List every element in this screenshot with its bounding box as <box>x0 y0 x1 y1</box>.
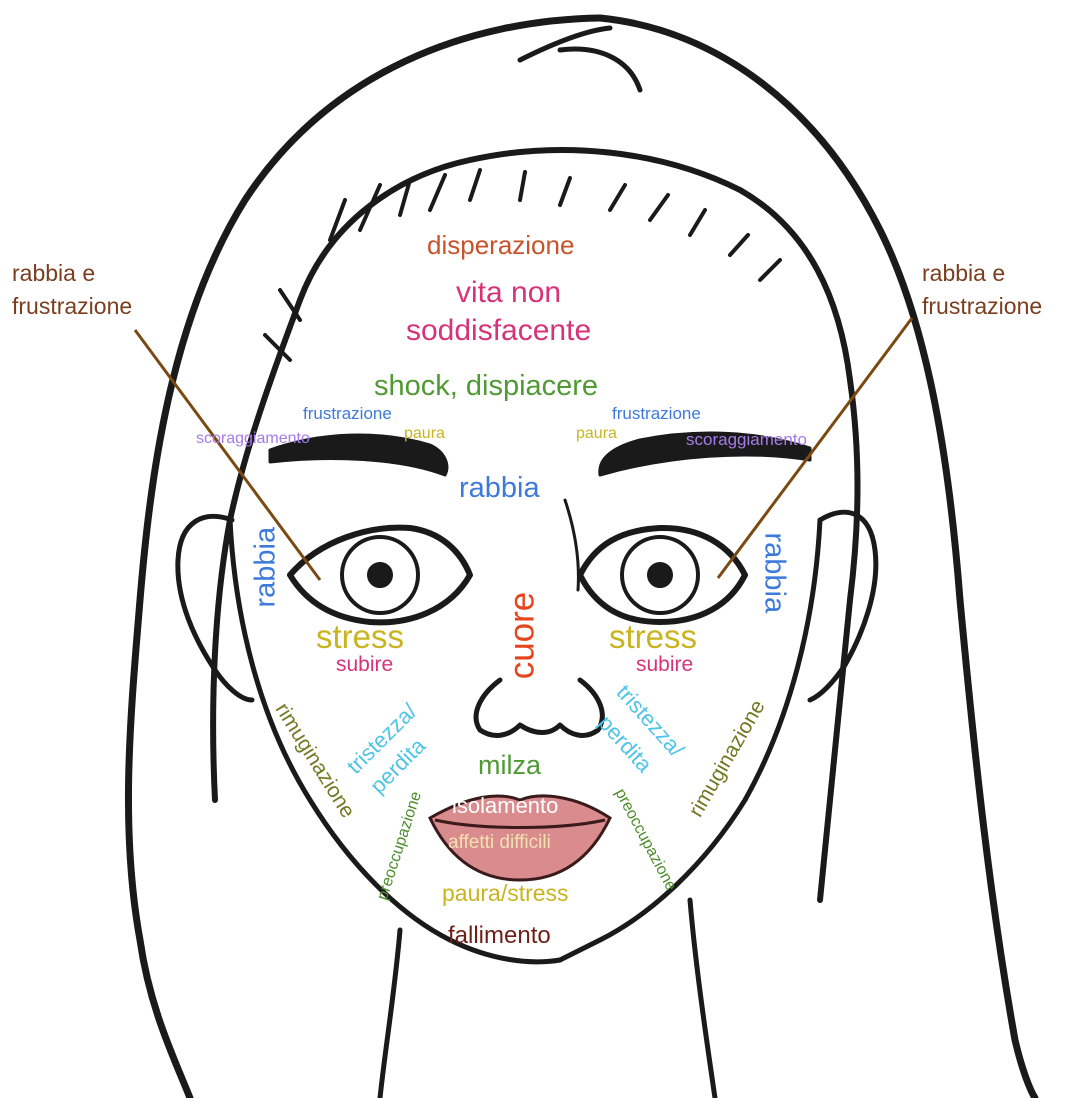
left-pupil <box>368 563 392 587</box>
mouth-above-milza: milza <box>478 752 541 779</box>
neck-right <box>690 900 715 1098</box>
left-brow-paura: paura <box>404 426 445 442</box>
right-cheek-subire: subire <box>636 654 693 675</box>
left-cheek-stress: stress <box>316 620 404 653</box>
right-side-label-line1: rabbia e <box>922 262 1005 285</box>
left-temple-rabbia: rabbia <box>252 528 281 608</box>
left-side-label-line1: rabbia e <box>12 262 95 285</box>
upper-lip-isolamento: isolamento <box>452 795 558 817</box>
inner-hair-right <box>820 380 858 900</box>
chin-fallimento: fallimento <box>448 924 551 948</box>
nose-bridge <box>565 500 578 590</box>
right-pupil <box>648 563 672 587</box>
left-cheek-subire: subire <box>336 654 393 675</box>
hair-part <box>520 28 640 90</box>
right-brow-frustrazione: frustrazione <box>612 405 701 422</box>
left-side-label-line2: frustrazione <box>12 295 132 318</box>
forehead-middle-line2: soddisfacente <box>406 316 591 346</box>
chin-paura-stress: paura/stress <box>442 882 569 905</box>
left-brow-frustrazione: frustrazione <box>303 405 392 422</box>
forehead-middle-line1: vita non <box>456 278 561 308</box>
forehead-top-label: disperazione <box>427 232 574 258</box>
right-cheek-stress: stress <box>609 620 697 653</box>
nose <box>476 680 602 735</box>
right-brow-paura: paura <box>576 426 617 442</box>
neck-left <box>380 930 400 1098</box>
left-brow-scoraggiamento: scoraggiamento <box>196 431 310 447</box>
right-brow-scoraggiamento: scoraggiamento <box>686 431 807 448</box>
nose-label-cuore: cuore <box>505 586 540 686</box>
right-side-label-line2: frustrazione <box>922 295 1042 318</box>
lower-lip-affetti: affetti difficili <box>448 833 551 852</box>
forehead-lower-label: shock, dispiacere <box>374 372 598 401</box>
center-brow-rabbia: rabbia <box>459 474 540 503</box>
right-temple-rabbia: rabbia <box>760 533 789 613</box>
